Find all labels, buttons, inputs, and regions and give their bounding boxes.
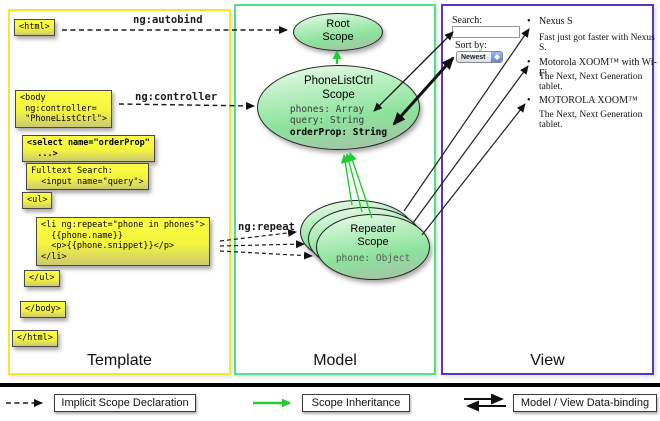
implicit-scope-arrow-icon	[6, 399, 43, 407]
search-input[interactable]	[452, 26, 520, 38]
model-column: Model	[234, 4, 436, 375]
code-body-close: </body>	[20, 301, 66, 318]
phone-item-desc: The Next, Next Generation tablet.	[539, 110, 643, 130]
scope-inheritance-arrow-icon	[253, 398, 291, 408]
phone-item-desc: Fast just got faster with Nexus S.	[539, 33, 655, 53]
sort-dropdown[interactable]: Newest	[456, 51, 503, 63]
sort-dropdown-value: Newest	[461, 54, 486, 61]
code-html-open: <html>	[14, 19, 55, 36]
code-ul-open: <ul>	[22, 192, 53, 209]
legend-data-binding: Model / View Data-binding	[513, 394, 657, 412]
search-label: Search:	[452, 15, 482, 26]
phone-item-title: Motorola XOOM™ with Wi-Fi	[539, 57, 657, 79]
sort-by-label: Sort by:	[455, 40, 487, 51]
view-column-title: View	[530, 352, 565, 369]
legend-implicit-scope: Implicit Scope Declaration	[54, 394, 196, 412]
prop-phone: phone: Object	[335, 252, 411, 264]
label-ng-repeat: ng:repeat	[238, 221, 295, 233]
phone-item-title: MOTOROLA XOOM™	[539, 95, 638, 106]
template-column-title: Template	[87, 352, 152, 369]
bullet-icon: •	[527, 57, 531, 68]
phone-item-title: Nexus S	[539, 16, 573, 27]
bullet-icon: •	[527, 16, 531, 27]
prop-phones: phones: Array	[289, 104, 365, 116]
label-ng-controller: ng:controller	[135, 91, 218, 103]
root-scope-title: Root Scope	[322, 18, 354, 43]
code-ul-close: </ul>	[24, 270, 60, 287]
data-binding-arrows-icon	[464, 394, 506, 412]
prop-orderprop: orderProp: String	[289, 126, 388, 138]
code-body-open: <body ng:controller= "PhoneListCtrl">	[15, 90, 112, 128]
code-fulltext-search: Fulltext Search: <input name="query">	[26, 163, 149, 191]
repeater-scope-title: Repeater Scope	[350, 223, 396, 248]
model-column-title: Model	[313, 352, 357, 369]
code-html-close: </html>	[12, 330, 58, 347]
label-ng-autobind: ng:autobind	[133, 14, 203, 26]
code-select-orderprop: <select name="orderProp" ...>	[22, 135, 155, 163]
bullet-icon: •	[527, 95, 531, 106]
phonelistctrl-scope-title: PhoneListCtrl Scope	[303, 75, 374, 101]
code-li-repeat: <li ng:repeat="phone in phones"> {{phone…	[36, 217, 210, 266]
dropdown-stepper-icon[interactable]	[491, 52, 502, 62]
phone-item-desc: The Next, Next Generation tablet.	[539, 72, 643, 92]
repeater-scope-ellipse-front: Repeater Scope phone: Object	[316, 214, 430, 280]
root-scope-ellipse: Root Scope	[293, 13, 383, 51]
prop-query: query: String	[289, 115, 365, 127]
legend-scope-inheritance: Scope Inheritance	[302, 394, 410, 412]
legend-divider	[0, 383, 660, 387]
